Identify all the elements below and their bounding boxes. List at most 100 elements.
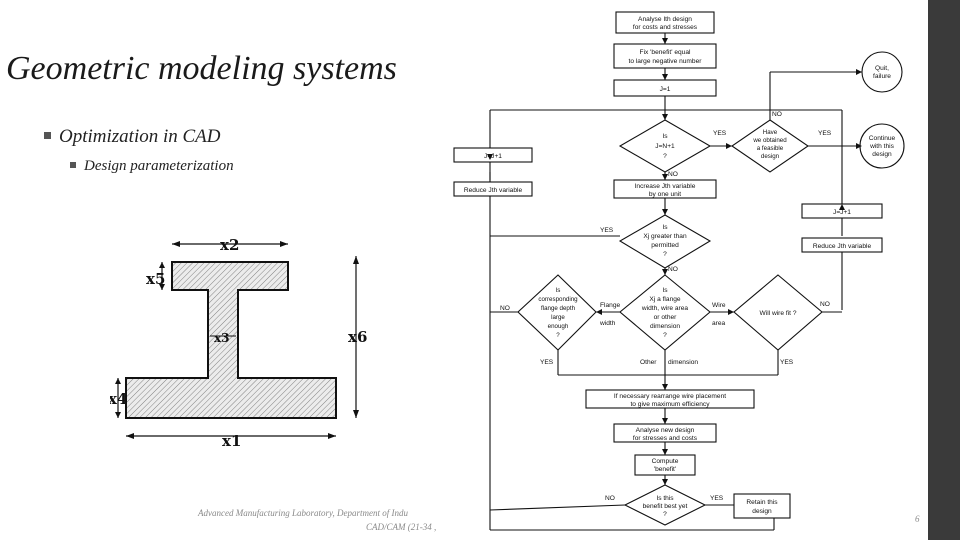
retain-line1: Retain this (746, 499, 778, 506)
footer-course: CAD/CAM (21-34 , (366, 522, 437, 532)
bullet-optimization: Optimization in CAD (44, 126, 221, 148)
box-retain (733, 493, 791, 519)
j-eq-1-text: J=1 (660, 86, 671, 93)
quit-line1: Quit, (875, 65, 889, 72)
bullet-text: Optimization in CAD (59, 126, 221, 147)
xj-flange-line3: width, wire area (641, 305, 689, 312)
flange-depth-line3: flange depth (541, 305, 576, 312)
box-reduce-right (801, 237, 883, 253)
compute-line1: Compute (652, 458, 679, 465)
bullet-square-icon (70, 161, 76, 168)
box-rearrange (585, 389, 755, 409)
decision-wire-fit-diamond (733, 274, 823, 351)
xj-flange-line4: or other (654, 314, 678, 321)
j-plus-right-text: J=J+1 (833, 209, 851, 216)
flange-depth-line6: ? (556, 332, 560, 339)
sub-bullet-text: Design parameterization (84, 158, 234, 174)
xj-greater-line4: ? (663, 251, 667, 258)
xj-greater-line2: Xj greater than (643, 233, 687, 240)
continue-line2: with this (869, 143, 895, 150)
xj-greater-line3: permitted (651, 242, 679, 249)
fix-benefit-line1: Fix 'benefit' equal (640, 49, 691, 56)
x5-label: x5 (146, 270, 165, 288)
analyse-line1: Analyse Ith design (638, 16, 692, 23)
j-plus-left-text: J=J+1 (484, 153, 502, 160)
box-j-plus-left (453, 147, 533, 163)
xj-flange-line5: dimension (650, 323, 680, 330)
is-j-line3: ? (663, 153, 667, 160)
label-dimension: dimension (668, 359, 698, 366)
optimization-flowchart: Analyse Ith design for costs and stresse… (453, 11, 905, 531)
label-yes-feasible: YES (818, 130, 832, 137)
ibeam-shape (125, 261, 337, 419)
decision-flange-depth-diamond (517, 274, 597, 351)
ibeam-diagram: x2 x5 x3 x6 x4 x1 (110, 236, 367, 450)
label-yes-is-j: YES (713, 130, 727, 137)
increase-line1: Increase Jth variable (635, 183, 696, 190)
analyse-new-line2: for stresses and costs (633, 435, 698, 442)
label-yes-benefit: YES (710, 495, 724, 502)
x4-label: x4 (110, 390, 127, 408)
xj-greater-line1: Is (662, 224, 668, 231)
benefit-line2: benefit best yet (643, 503, 688, 510)
label-other: Other (640, 359, 657, 366)
benefit-line3: ? (663, 511, 667, 518)
retain-line2: design (752, 508, 772, 515)
reduce-right-text: Reduce Jth variable (813, 243, 872, 250)
label-wire-2: area (712, 320, 726, 327)
xj-flange-line6: ? (663, 332, 667, 339)
decision-benefit-diamond (623, 484, 707, 526)
feasible-line1: Have (763, 129, 778, 136)
label-yes-xj-greater: YES (600, 227, 614, 234)
feasible-line2: we obtained (752, 137, 787, 144)
continue-line1: Continue (869, 135, 896, 142)
flange-depth-line2: corresponding (538, 296, 578, 303)
x3-label: x3 (214, 331, 230, 345)
label-no-flange-depth: NO (500, 305, 510, 312)
is-j-line1: Is (662, 133, 668, 140)
reduce-left-text: Reduce Jth variable (464, 187, 523, 194)
flange-depth-line5: enough (548, 323, 569, 330)
label-no-benefit: NO (605, 495, 615, 502)
feasible-line4: design (761, 153, 780, 160)
compute-line2: 'benefit' (654, 466, 676, 473)
label-yes-wire-fit: YES (780, 359, 794, 366)
label-yes-flange-depth: YES (540, 359, 554, 366)
sub-bullet-parameterization: Design parameterization (70, 158, 234, 175)
benefit-line1: Is this (656, 495, 674, 502)
decision-feasible-diamond (731, 119, 809, 173)
box-reduce-left (453, 181, 533, 197)
decision-xj-flange-diamond (619, 274, 711, 351)
box-fix-benefit (613, 43, 717, 69)
x1-label: x1 (222, 432, 241, 450)
fix-benefit-line2: to large negative number (629, 58, 703, 65)
quit-circle (861, 51, 903, 93)
analyse-line2: for costs and stresses (633, 24, 698, 31)
label-wire-1: Wire (712, 302, 726, 309)
rearrange-line2: to give maximum efficiency (630, 401, 710, 408)
xj-flange-line2: Xj a flange (649, 296, 680, 303)
xj-flange-line1: Is (662, 287, 668, 294)
decision-xj-greater-diamond (618, 214, 712, 269)
wire-fit-text: Will wire fit ? (760, 310, 797, 317)
bullet-square-icon (44, 132, 51, 140)
continue-line3: design (872, 151, 892, 158)
flange-depth-line1: Is (556, 287, 561, 294)
label-no-feasible: NO (772, 111, 782, 118)
label-flange-1: Flange (600, 302, 620, 309)
box-analyse (615, 11, 715, 34)
increase-line2: by one unit (649, 191, 681, 198)
feasible-line3: a feasible (757, 145, 784, 152)
x6-label: x6 (348, 328, 367, 346)
label-no-xj-greater: NO (668, 266, 678, 273)
slide-title: Geometric modeling systems (6, 50, 397, 87)
flange-depth-line4: large (551, 314, 565, 321)
x2-label: x2 (220, 236, 239, 254)
label-flange-2: width (599, 320, 616, 327)
label-no-wire-fit: NO (820, 301, 830, 308)
quit-line2: failure (873, 73, 891, 80)
footer-institution: Advanced Manufacturing Laboratory, Depar… (198, 508, 408, 518)
analyse-new-line1: Analyse new design (636, 427, 695, 434)
page-number: 6 (915, 514, 920, 524)
is-j-line2: J=N+1 (655, 143, 675, 150)
